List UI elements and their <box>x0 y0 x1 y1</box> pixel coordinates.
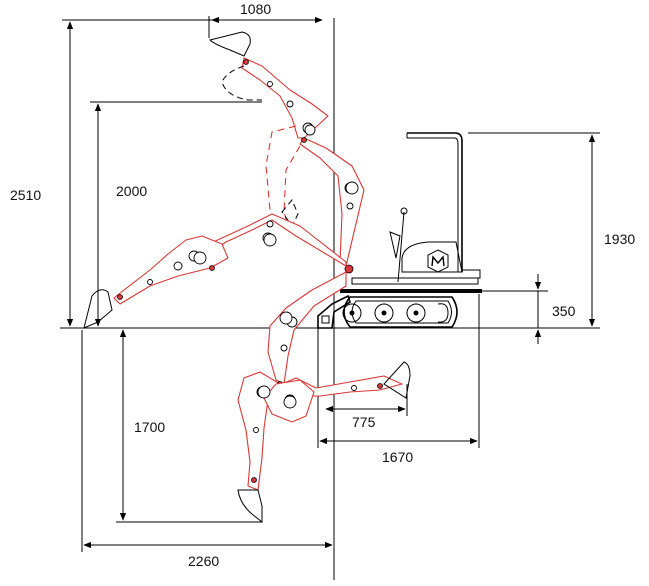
dim-tail-offset: 1670 <box>317 294 480 465</box>
dim-label-1930: 1930 <box>604 231 635 247</box>
boom-pivot <box>344 264 354 274</box>
dim-reach-offset: 1080 <box>208 1 323 38</box>
boom-arm-ranges <box>83 31 411 524</box>
dim-blade-lift: 350 <box>482 274 576 344</box>
dim-max-dig-depth: 1700 <box>116 329 262 523</box>
dim-swing-offset: 775 <box>325 384 408 430</box>
dim-label-2260: 2260 <box>188 553 219 569</box>
dim-overall-height: 1930 <box>468 132 635 327</box>
excavator-machine <box>317 132 482 329</box>
dim-label-1080: 1080 <box>240 1 271 17</box>
dim-max-dig-height: 2510 <box>10 19 215 327</box>
dim-label-1670: 1670 <box>382 449 413 465</box>
mini-excavator-logo-icon <box>427 249 449 273</box>
dim-label-1700: 1700 <box>134 419 165 435</box>
dim-max-dump-height: 2000 <box>90 101 262 327</box>
dim-label-2510: 2510 <box>10 187 41 203</box>
hex-bolt-icons <box>193 124 359 409</box>
dim-label-350: 350 <box>552 303 576 319</box>
dim-max-reach-ground: 2260 <box>81 330 333 569</box>
dim-label-775: 775 <box>352 414 376 430</box>
dim-label-2000: 2000 <box>116 183 147 199</box>
